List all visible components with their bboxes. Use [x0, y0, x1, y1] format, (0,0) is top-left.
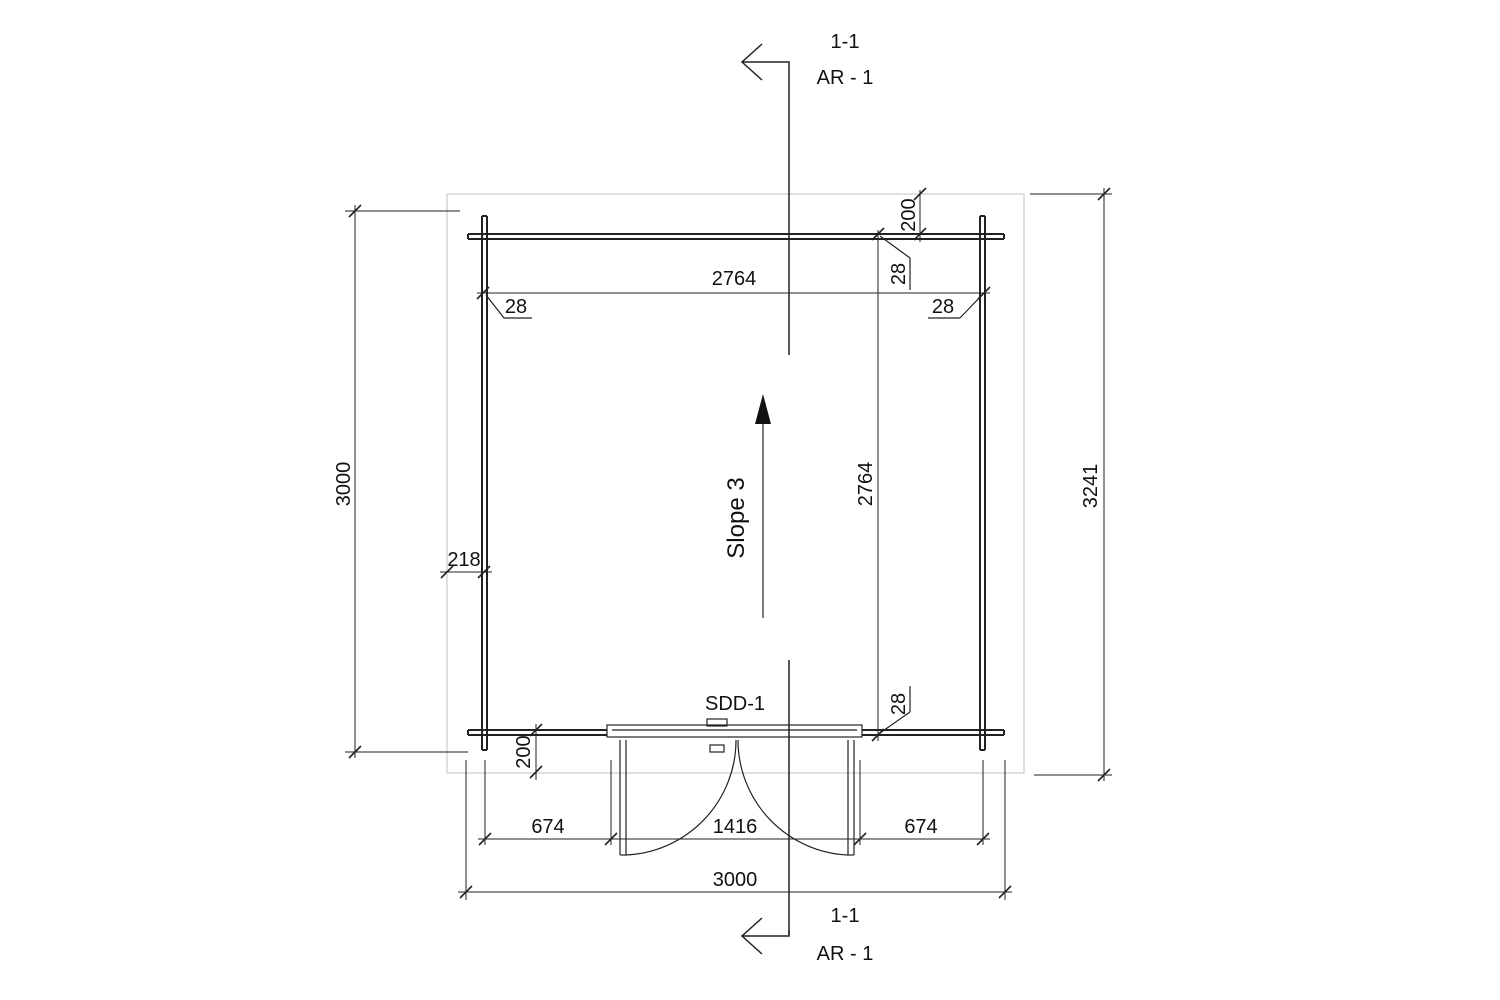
dim-overhang-top-label: 200: [898, 198, 920, 231]
leader-corner-top-right: [928, 294, 983, 319]
door-handle: [706, 718, 728, 727]
door-tag: SDD-1: [705, 693, 765, 715]
door-swing-right: [737, 739, 849, 856]
section-marker-bottom: 1-1 AR - 1: [740, 905, 874, 965]
dim-overhang-bottom: [529, 723, 543, 780]
dim-overall-depth-label: 3000: [333, 462, 355, 507]
dim-overall-width: [458, 760, 1012, 900]
dim-roof-depth: [1030, 187, 1112, 782]
door-frame: [606, 724, 863, 738]
leader-corner-top-left: [485, 294, 532, 319]
dim-front-right-label: 674: [904, 816, 937, 838]
section-sheet-top: AR - 1: [817, 67, 874, 89]
leader-corner-top-vertical: [879, 235, 911, 290]
dim-wall-thickness-left: [440, 565, 492, 579]
dim-front-door-label: 1416: [713, 816, 758, 838]
walls: [467, 215, 1005, 751]
dim-overhang-top: [913, 187, 927, 242]
section-id-top: 1-1: [831, 31, 860, 53]
dim-front-left-label: 674: [531, 816, 564, 838]
section-id-bottom: 1-1: [831, 905, 860, 927]
door-swing-left: [625, 739, 737, 856]
section-sheet-bottom: AR - 1: [817, 943, 874, 965]
section-arrow-bottom-icon: [740, 917, 790, 955]
dim-wall-thickness-left-label: 218: [447, 549, 480, 571]
dim-roof-depth-label: 3241: [1080, 464, 1102, 509]
dim-corner-bottom-vertical-label: 28: [888, 693, 910, 715]
door-sdd-1: [606, 718, 863, 856]
slope-label: Slope 3: [723, 477, 750, 558]
dim-corner-top-vertical-label: 28: [888, 263, 910, 285]
dim-overall-depth: [345, 204, 468, 759]
slope-arrow-icon: [755, 394, 771, 618]
roof-outline: [446, 193, 1025, 774]
section-marker-top: 1-1 AR - 1: [740, 31, 874, 114]
dim-inner-depth-label: 2764: [855, 462, 877, 507]
section-arrow-top-icon: [740, 43, 790, 114]
dim-overhang-bottom-label: 200: [513, 735, 535, 768]
dim-inner-width-label: 2764: [712, 268, 757, 290]
dim-corner-top-right-label: 28: [932, 296, 954, 318]
dim-overall-width-label: 3000: [713, 869, 758, 891]
dim-corner-top-left-label: 28: [505, 296, 527, 318]
leader-corner-bottom-vertical: [879, 686, 911, 734]
dim-front-segments: [478, 760, 990, 846]
